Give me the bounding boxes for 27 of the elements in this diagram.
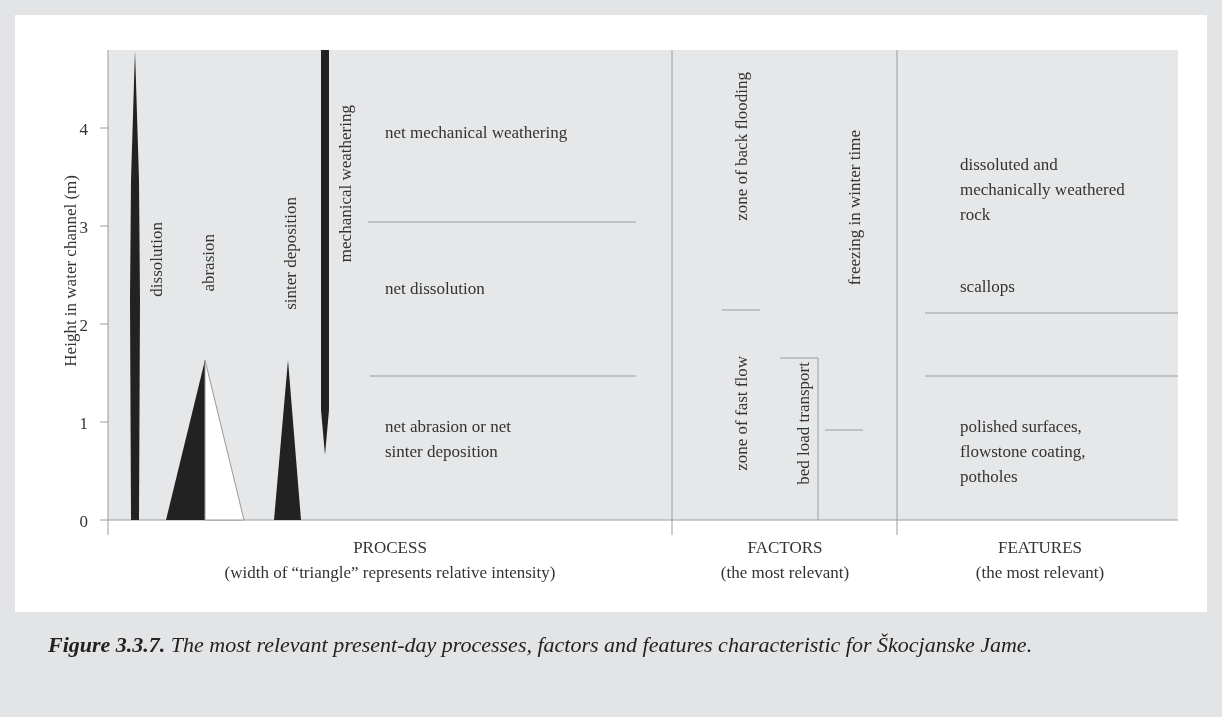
process-label: abrasion bbox=[198, 234, 219, 292]
column-subheading: (width of “triangle” represents relative intensity) bbox=[224, 562, 556, 584]
column-heading: FEATURES bbox=[997, 537, 1083, 559]
figure-caption: Figure 3.3.7. The most relevant present-day processes, factors and features characteristic for Škocjanske Jame. bbox=[48, 631, 1034, 659]
process-label: dissolution bbox=[146, 222, 167, 297]
process-label: mechanical weathering bbox=[335, 105, 356, 263]
process-label: sinter deposition bbox=[280, 197, 301, 310]
factor-label: zone of back flooding bbox=[731, 72, 752, 221]
tick-label: 0 bbox=[79, 511, 88, 533]
feature-label: dissoluted and mechanically weathered rock bbox=[960, 154, 1126, 226]
column-heading: PROCESS bbox=[353, 537, 427, 559]
column-subheading: (the most relevant) bbox=[720, 562, 850, 584]
column-subheading: (the most relevant) bbox=[975, 562, 1105, 584]
tick-label: 3 bbox=[79, 218, 88, 237]
tick-label: 2 bbox=[79, 315, 88, 335]
zone-label: net dissolution bbox=[385, 278, 485, 300]
axis-title: Height in water channel (m) bbox=[60, 175, 81, 367]
feature-label: polished surfaces, flowstone coating, potholes bbox=[960, 416, 1087, 488]
tick-label: 4 bbox=[79, 119, 88, 141]
factor-label: zone of fast flow bbox=[731, 356, 752, 471]
column-heading: FACTORS bbox=[747, 537, 823, 559]
tick-label: 1 bbox=[79, 413, 88, 435]
zone-label: net mechanical weathering bbox=[385, 122, 568, 144]
factor-label: bed load transport bbox=[793, 362, 814, 485]
zone-label: net abrasion or net sinter deposition bbox=[385, 416, 513, 463]
feature-label: scallops bbox=[960, 276, 1015, 298]
factor-label: freezing in winter time bbox=[844, 130, 865, 286]
